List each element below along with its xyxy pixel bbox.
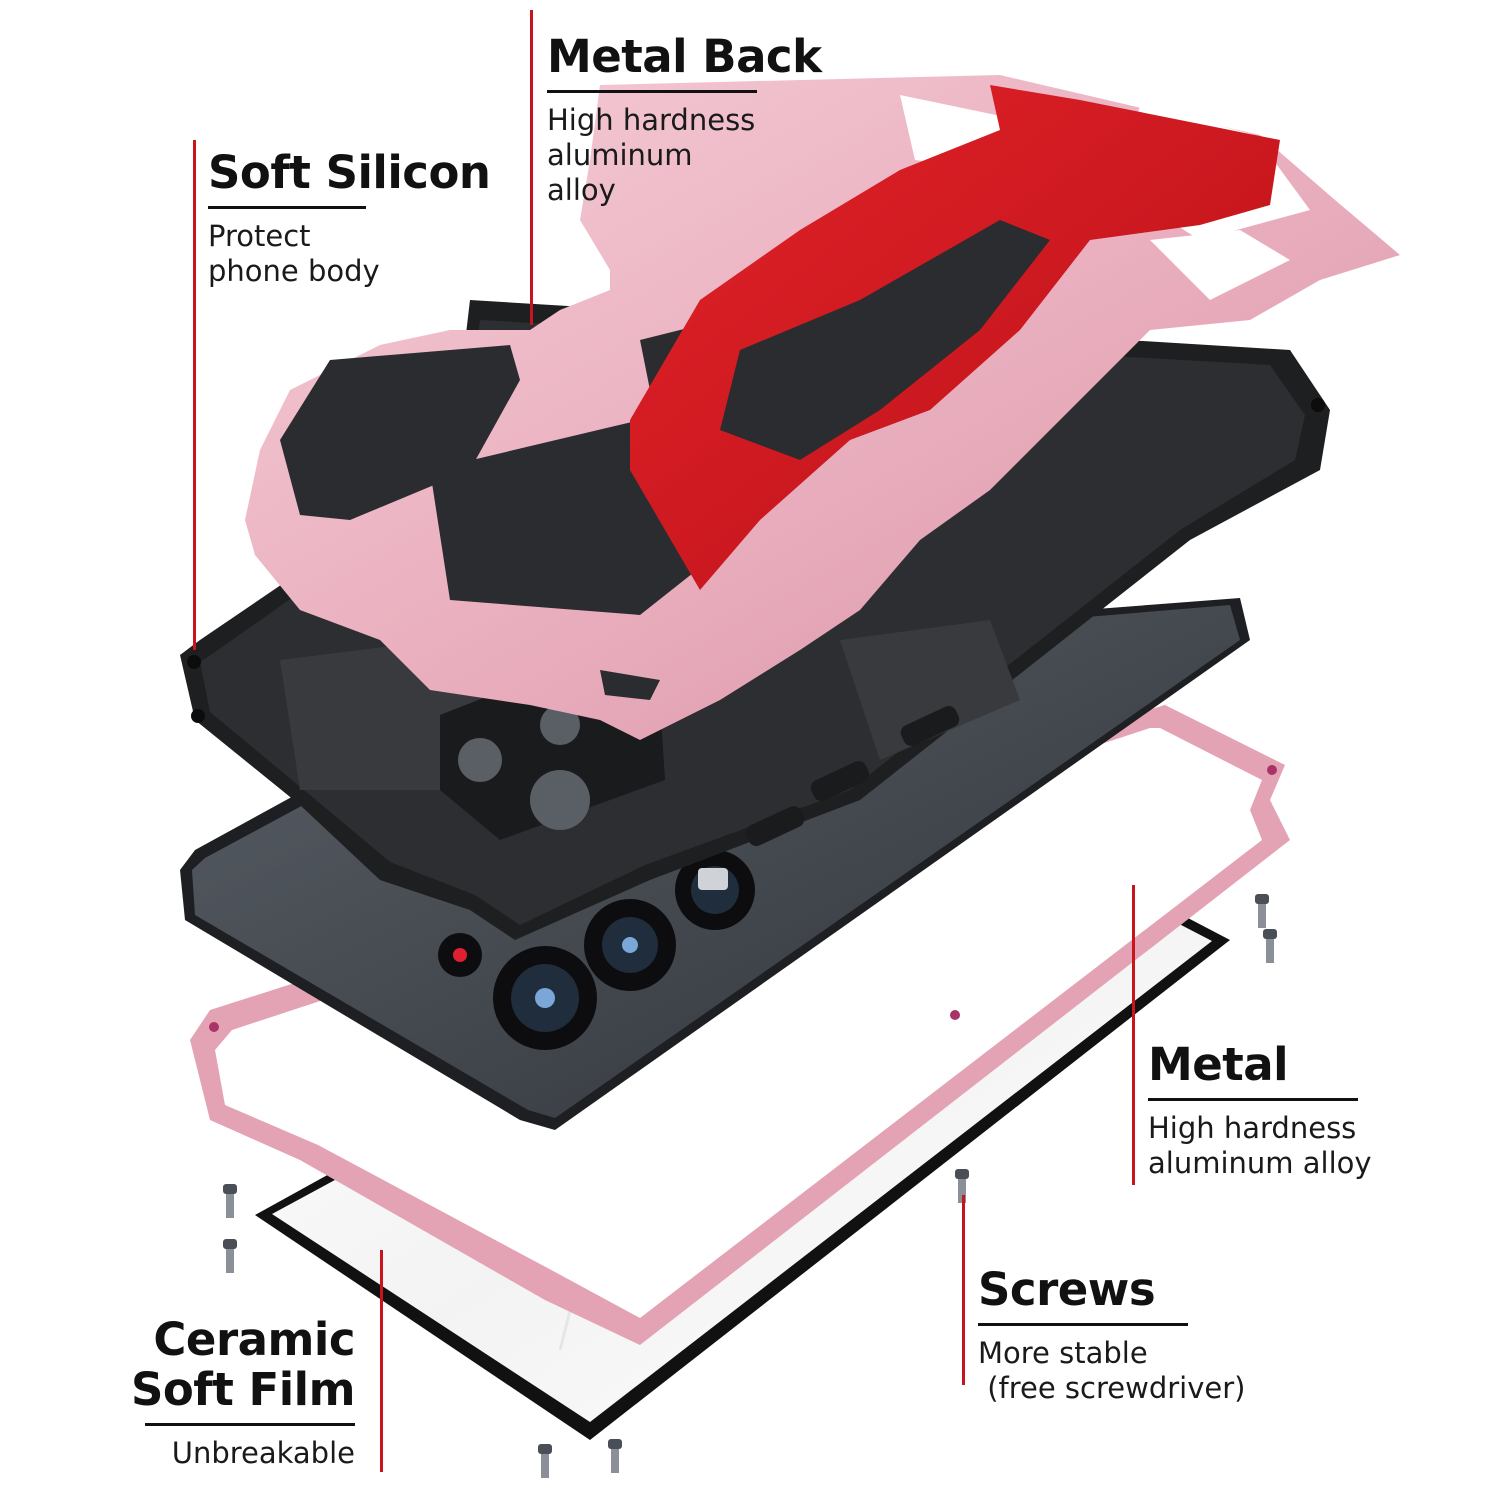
callout-desc-line: aluminum [547, 138, 693, 172]
callout-rule [978, 1323, 1188, 1326]
screw-icon [223, 1184, 237, 1218]
sensor-icon [698, 868, 728, 890]
case-screw-hole [1311, 398, 1325, 412]
leader-line-screws [962, 1195, 965, 1385]
frame-screw-hole [1267, 765, 1277, 775]
callout-desc-line: High hardness [547, 103, 756, 137]
callout-desc-line: More stable [978, 1336, 1148, 1370]
callout-rule [547, 90, 757, 93]
frame-screw-hole [950, 1010, 960, 1020]
callout-title: Metal [1148, 1038, 1289, 1091]
callout-title: Soft Film [130, 1363, 356, 1416]
callout-title: Ceramic [153, 1313, 355, 1366]
screw-icon [1263, 929, 1277, 963]
case-screw-hole [187, 655, 201, 669]
callout-title: Metal Back [547, 30, 822, 83]
case-screw-hole [191, 709, 205, 723]
callout-metal-back: Metal Back High hardness aluminum alloy [547, 32, 822, 208]
callout-desc-line: (free screwdriver) [978, 1371, 1246, 1405]
phone-camera-module [438, 850, 755, 1050]
callout-desc-line: Unbreakable [171, 1436, 355, 1470]
screw-icon [955, 1169, 969, 1203]
callout-desc-line: phone body [208, 254, 380, 288]
callout-rule [208, 206, 366, 209]
callout-soft-silicon: Soft Silicon Protect phone body [208, 146, 491, 289]
callout-screws: Screws More stable (free screwdriver) [978, 1265, 1245, 1406]
leader-line-ceramic-film [380, 1250, 383, 1472]
callout-title: Screws [978, 1263, 1156, 1316]
callout-metal: Metal High hardness aluminum alloy [1148, 1040, 1372, 1181]
callout-title: Soft Silicon [208, 146, 491, 199]
callout-ceramic-film: Ceramic Soft Film Unbreakable [130, 1313, 356, 1471]
callout-desc-line: Protect [208, 219, 311, 253]
metal-back-shell [245, 75, 1400, 740]
callout-desc-line: High hardness [1148, 1111, 1357, 1145]
screw-icon [1255, 894, 1269, 928]
screw-icon [608, 1439, 622, 1473]
leader-line-metal-back [530, 10, 533, 325]
callout-rule [1148, 1098, 1358, 1101]
frame-screw-hole [209, 1022, 219, 1032]
screws-group [223, 894, 1277, 1478]
callout-desc-line: aluminum alloy [1148, 1146, 1372, 1180]
metal-bumper-frame [190, 700, 1290, 1345]
leader-line-soft-silicon [193, 140, 196, 650]
red-shield-plate [630, 85, 1280, 590]
screw-icon [538, 1444, 552, 1478]
screw-icon [223, 1239, 237, 1273]
callout-desc-line: alloy [547, 173, 616, 207]
callout-rule [145, 1423, 355, 1426]
leader-line-metal [1132, 885, 1135, 1185]
